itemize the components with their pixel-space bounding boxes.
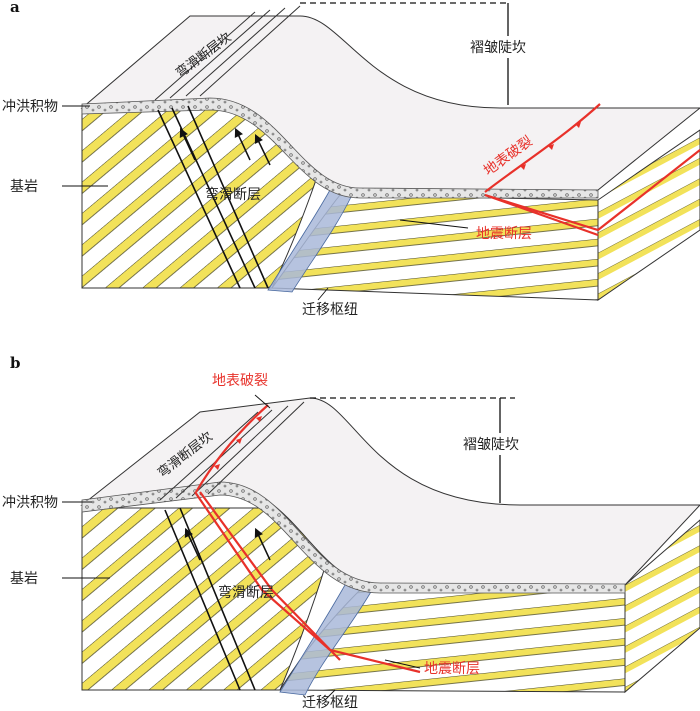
rupture-teeth bbox=[520, 122, 581, 170]
label-bedrock-a: 基岩 bbox=[10, 178, 38, 195]
panel-a: a 弯滑断层坎 褶皱陡坎 冲洪积物 基岩 弯滑断层 地表破裂 地震断层 迁移枢纽 bbox=[2, 0, 700, 318]
panel-letter-b: b bbox=[10, 354, 21, 372]
label-seismic-fault-b: 地震断层 bbox=[424, 661, 480, 677]
slip-arrow bbox=[184, 527, 201, 561]
label-flexural-slip-a: 弯滑断层 bbox=[205, 186, 261, 203]
leader-hinge bbox=[317, 287, 329, 301]
surface-rupture-line bbox=[484, 103, 601, 193]
migrating-hinge-zone bbox=[279, 584, 373, 696]
leader-seismic bbox=[399, 219, 469, 229]
label-bg bbox=[462, 36, 554, 58]
flexural-slip-faults bbox=[157, 105, 269, 289]
top-surface bbox=[80, 397, 700, 586]
slip-arrow bbox=[179, 127, 196, 161]
label-hinge-a: 迁移枢纽 bbox=[302, 302, 358, 318]
surface-rupture-line bbox=[195, 404, 269, 493]
seismic-fault-line bbox=[194, 491, 421, 674]
slip-arrow bbox=[254, 527, 271, 561]
leader-seismic bbox=[384, 659, 421, 669]
migrating-hinge-zone bbox=[267, 189, 353, 293]
seismic-fault-line bbox=[199, 491, 341, 661]
seismic-fault-line bbox=[484, 149, 700, 232]
label-surface-rupture-b: 地表破裂 bbox=[212, 373, 268, 389]
panel-b: b 弯滑断层坎 褶皱陡坎 地表破裂 冲洪积物 基岩 弯滑断层 地震断层 迁移枢纽 bbox=[2, 354, 700, 711]
leader-rupture bbox=[254, 394, 271, 409]
alluvium-layer bbox=[81, 481, 626, 594]
rupture-teeth bbox=[214, 416, 262, 470]
label-fold-scarp-b: 褶皱陡坎 bbox=[463, 437, 519, 453]
label-fold-scarp-a: 褶皱陡坎 bbox=[470, 40, 526, 56]
label-bedrock-b: 基岩 bbox=[10, 570, 38, 587]
alluvium-layer bbox=[81, 97, 599, 199]
slip-arrow bbox=[254, 133, 271, 166]
label-seismic-fault-a: 地震断层 bbox=[476, 226, 532, 242]
flexural-slip-faults bbox=[164, 507, 256, 691]
label-alluvium-a: 冲洪积物 bbox=[2, 99, 58, 115]
seismic-fault-line bbox=[484, 193, 599, 237]
label-hinge-b: 迁移枢纽 bbox=[302, 695, 358, 711]
scarp-steps bbox=[154, 5, 301, 101]
label-flexural-slip-b: 弯滑断层 bbox=[218, 584, 274, 601]
scarp-steps bbox=[159, 401, 305, 501]
label-alluvium-b: 冲洪积物 bbox=[2, 495, 58, 511]
leader-hinge bbox=[324, 689, 336, 701]
panel-letter-a: a bbox=[10, 0, 20, 16]
slip-arrow bbox=[234, 127, 251, 161]
label-bg bbox=[455, 433, 547, 455]
